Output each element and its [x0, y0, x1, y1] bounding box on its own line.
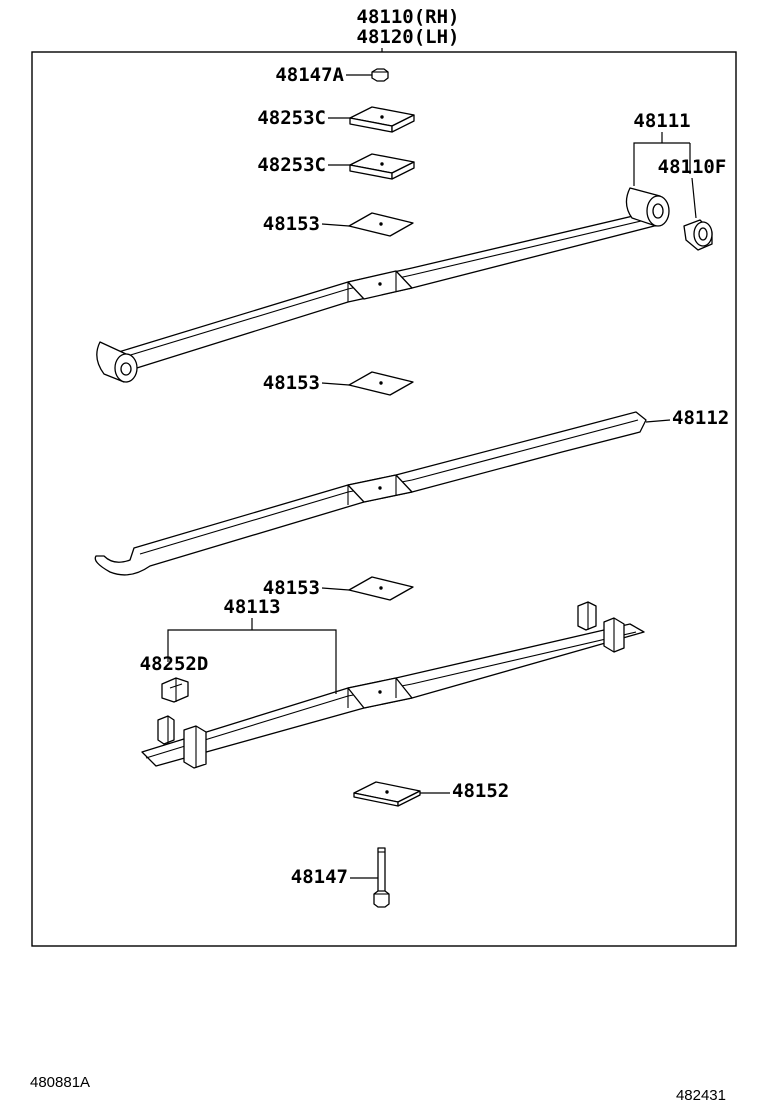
- spacer-upper-part[interactable]: [349, 106, 415, 133]
- insert-3-label: 48153: [263, 577, 320, 599]
- insert-1-leader: [321, 223, 350, 227]
- assembly-frame: [31, 51, 737, 947]
- second-leaf-label: 48112: [672, 407, 729, 429]
- main-leaf-label: 48111: [633, 110, 690, 132]
- second-leaf-leader: [645, 419, 671, 423]
- clip-part[interactable]: [161, 677, 189, 703]
- insert-3-leader: [321, 587, 350, 591]
- bushing-leader: [691, 177, 697, 219]
- insert-2-leader: [321, 382, 350, 386]
- main-leaf-leader: [633, 142, 690, 186]
- seat-plate-part[interactable]: [353, 781, 421, 807]
- nut-label: 48147A: [275, 64, 344, 86]
- spacer-lower-label: 48253C: [257, 154, 326, 176]
- insert-1-part[interactable]: [348, 212, 414, 237]
- clip-label: 48252D: [140, 653, 209, 675]
- assembly-number-rh: 48110(RH): [357, 6, 460, 28]
- lower-leaf-label: 48113: [223, 596, 280, 618]
- lower-leaf-part[interactable]: [141, 601, 645, 769]
- nut-part[interactable]: [371, 68, 389, 82]
- center-bolt-part[interactable]: [373, 847, 390, 908]
- insert-2-part[interactable]: [348, 371, 414, 396]
- insert-1-label: 48153: [263, 213, 320, 235]
- footer-left-code: 480881A: [30, 1074, 90, 1091]
- second-leaf-part[interactable]: [94, 411, 647, 576]
- insert-3-part[interactable]: [348, 576, 414, 601]
- assembly-number-lh: 48120(LH): [357, 26, 460, 48]
- spacer-lower-part[interactable]: [349, 153, 415, 180]
- bushing-label: 48110F: [658, 156, 727, 178]
- spacer-upper-label: 48253C: [257, 107, 326, 129]
- footer-right-code: 482431: [676, 1087, 726, 1104]
- center-bolt-label: 48147: [291, 866, 348, 888]
- insert-2-label: 48153: [263, 372, 320, 394]
- main-leaf-part[interactable]: [96, 187, 670, 383]
- seat-plate-label: 48152: [452, 780, 509, 802]
- bushing-part[interactable]: [683, 219, 713, 251]
